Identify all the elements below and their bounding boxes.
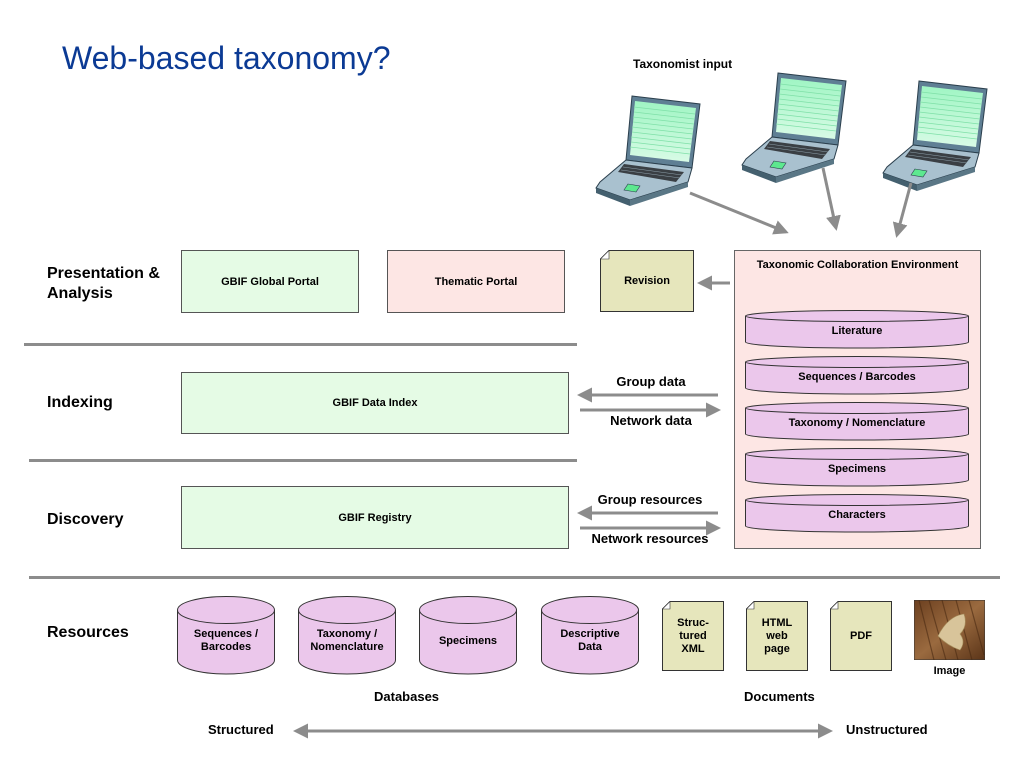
database-icon (419, 596, 517, 675)
tce-store-specimens: Specimens (745, 448, 969, 487)
layer-discovery-label: Discovery (47, 511, 124, 528)
resource-document: HTML web page (746, 601, 808, 671)
layer-divider (24, 343, 577, 346)
tce-title: Taxonomic Collaboration Environment (756, 259, 959, 271)
document-icon (600, 250, 694, 312)
layer-resources-label: Resources (47, 624, 129, 641)
database-icon (177, 596, 275, 675)
laptop-icon (741, 72, 847, 184)
gbif-data-index-box: GBIF Data Index (181, 372, 569, 434)
network-data-label: Network data (610, 413, 692, 428)
tce-store-label: Characters (828, 509, 886, 521)
database-icon (745, 494, 969, 533)
document-icon (662, 601, 724, 671)
group-resources-label: Group resources (597, 492, 703, 507)
input-arrow (892, 182, 913, 238)
database-icon (298, 596, 396, 675)
database-icon (745, 402, 969, 441)
resource-database: Descriptive Data (541, 596, 639, 675)
resource-database-label: Descriptive Data (560, 628, 620, 653)
moth-icon (937, 613, 966, 651)
tce-store-label: Taxonomy / Nomenclature (788, 417, 926, 429)
laptop-icon (882, 80, 988, 192)
layer-presentation-label: Presentation & Analysis (47, 265, 160, 302)
resource-document: PDF (830, 601, 892, 671)
database-icon (745, 310, 969, 349)
tce-store-label: Sequences / Barcodes (798, 371, 916, 383)
tce-store-sequences-barcodes: Sequences / Barcodes (745, 356, 969, 395)
database-icon (541, 596, 639, 675)
document-icon (746, 601, 808, 671)
tce-store-characters: Characters (745, 494, 969, 533)
tce-store-literature: Literature (745, 310, 969, 349)
resource-database: Specimens (419, 596, 517, 675)
input-arrow (821, 167, 841, 231)
resource-document-label: Struc- tured XML (677, 616, 709, 655)
revision-document: Revision (600, 250, 694, 312)
unstructured-label: Unstructured (846, 722, 928, 737)
tce-store-label: Specimens (827, 463, 887, 475)
tce-store-taxonomy-nomenclature: Taxonomy / Nomenclature (745, 402, 969, 441)
resource-database-label: Specimens (438, 634, 498, 647)
resource-database-label: Taxonomy / Nomenclature (310, 628, 384, 653)
resource-document-label: PDF (850, 629, 872, 642)
database-icon (745, 448, 969, 487)
gbif-registry-box: GBIF Registry (181, 486, 569, 549)
resource-database-label: Sequences / Barcodes (193, 628, 259, 653)
databases-label: Databases (374, 689, 440, 704)
group-data-label: Group data (616, 374, 686, 389)
layer-divider (29, 576, 1000, 579)
thematic-portal-box: Thematic Portal (387, 250, 565, 313)
resource-database: Sequences / Barcodes (177, 596, 275, 675)
structured-label: Structured (208, 722, 274, 737)
image-label: Image (933, 665, 966, 677)
layer-indexing-label: Indexing (47, 394, 113, 411)
tce-store-label: Literature (831, 325, 883, 337)
database-icon (745, 356, 969, 395)
input-arrow (689, 191, 789, 235)
laptop-icon (595, 95, 701, 207)
resource-document-label: HTML web page (761, 616, 793, 655)
gbif-global-portal-box: GBIF Global Portal (181, 250, 359, 313)
resource-database: Taxonomy / Nomenclature (298, 596, 396, 675)
document-icon (830, 601, 892, 671)
moth-image (914, 600, 985, 660)
resource-document: Struc- tured XML (662, 601, 724, 671)
network-resources-label: Network resources (591, 531, 709, 546)
taxonomist-input-label: Taxonomist input (633, 57, 733, 71)
page-title: Web-based taxonomy? (62, 40, 391, 76)
layer-divider (29, 459, 577, 462)
documents-label: Documents (744, 689, 815, 704)
